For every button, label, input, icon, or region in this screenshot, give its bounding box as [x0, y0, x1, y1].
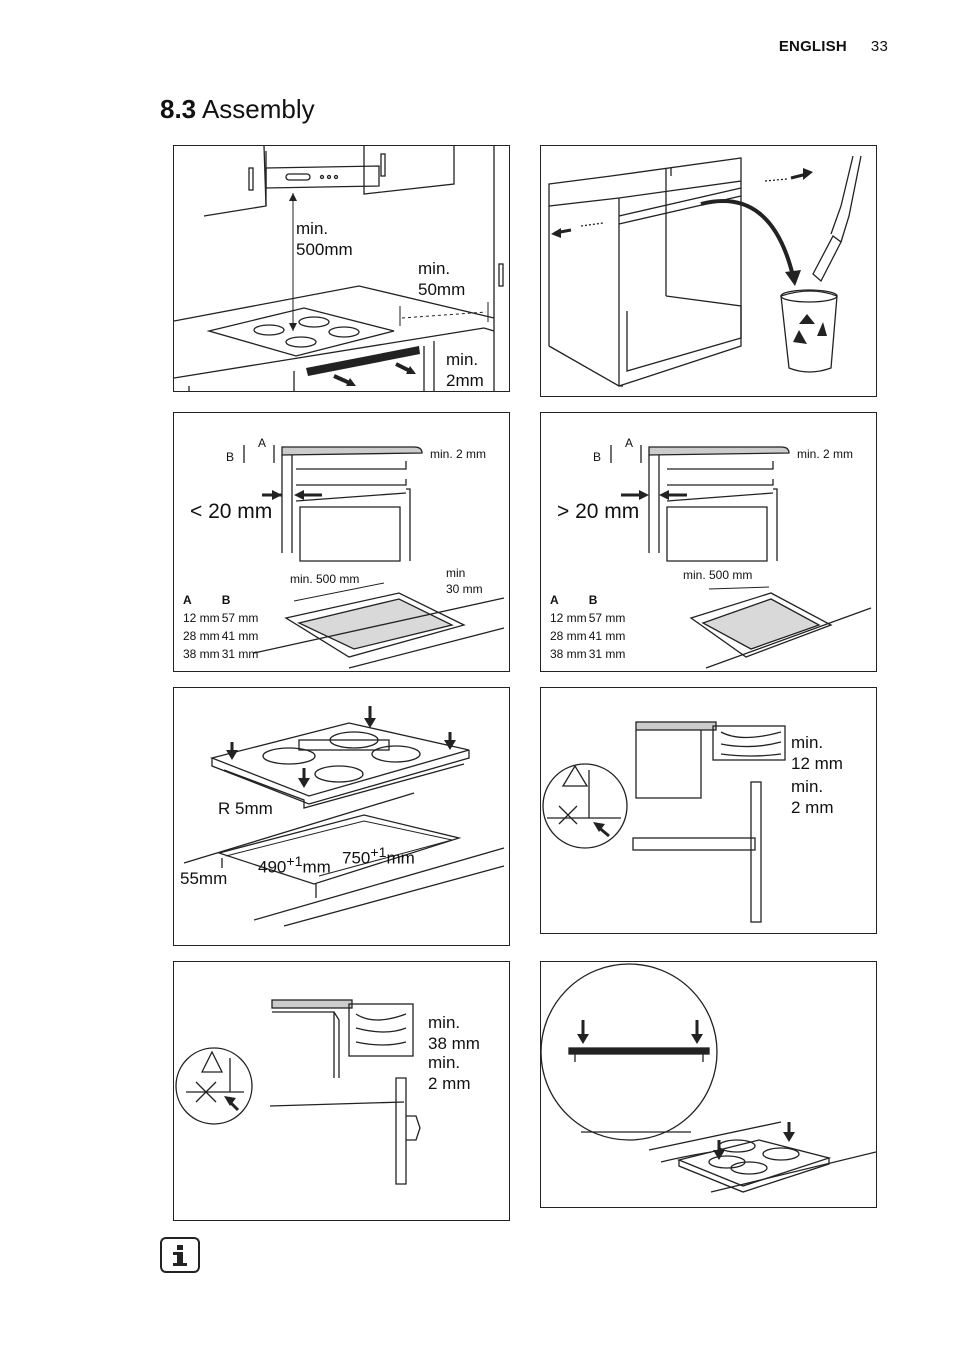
worktop-min-label: min. — [791, 733, 824, 752]
page-number: 33 — [870, 38, 888, 55]
worktop-12mm-illustration — [542, 721, 786, 923]
figure-gap-over-20: A B min. 2 mm > 20 mm min. 500 mm A B 12 … — [540, 412, 877, 672]
table-cell: 31 mm — [221, 647, 259, 661]
gap-min-value: 2 mm — [791, 798, 834, 817]
label-radius: R 5mm — [218, 799, 273, 818]
section-number: 8.3 — [160, 94, 197, 124]
press-hob-illustration — [541, 963, 876, 1193]
hood-worktop-illustration — [174, 146, 504, 391]
cutout-length-tolerance: +1 — [370, 845, 387, 861]
info-icon — [160, 1237, 200, 1273]
col-b: B — [588, 593, 598, 607]
page-header: ENGLISH 33 — [779, 38, 888, 55]
cutout-length: 750 — [342, 848, 371, 868]
label-min30-b: 30 mm — [446, 582, 483, 596]
label-min-500mm: min. 500 mm — [290, 572, 360, 586]
table-cell: 12 mm — [550, 611, 587, 625]
table-cell: 12 mm — [183, 611, 220, 625]
label-gap-under-20: < 20 mm — [190, 500, 273, 523]
figure-worktop-12mm: min. 12 mm min. 2 mm — [540, 687, 877, 934]
figure-worktop-38mm: min.38 mm min.2 mm — [173, 961, 510, 1221]
cabinet-recycle-illustration — [548, 155, 862, 387]
figure-cutout-dimensions: R 5mm 490+1mm 750+1mm 55mm — [173, 687, 510, 946]
section-title-text: Assembly — [201, 94, 315, 124]
cutout-width-unit: mm — [302, 857, 331, 877]
label-edge-distance: 55mm — [180, 869, 228, 888]
gap-min-label: min. — [446, 350, 479, 369]
hood-min-value: 500mm — [296, 240, 353, 259]
gap-min-value: 2 mm — [428, 1074, 471, 1093]
cross-section-over-20-illustration — [610, 445, 872, 669]
worktop-min-value: 12 mm — [791, 754, 843, 773]
table-cell: 57 mm — [221, 611, 259, 625]
table-cell: 41 mm — [221, 629, 259, 643]
col-b: B — [221, 593, 231, 607]
col-a: A — [183, 593, 192, 607]
table-cell: 28 mm — [183, 629, 220, 643]
label-b: B — [593, 450, 602, 464]
gap-min-label: min. — [791, 777, 824, 796]
wall-min-label: min. — [418, 259, 451, 278]
label-min-500mm: min. 500 mm — [683, 568, 753, 582]
hood-min-label: min. — [296, 219, 329, 238]
table-cell: 31 mm — [588, 647, 626, 661]
table-cell: 41 mm — [588, 629, 626, 643]
label-a: A — [625, 436, 634, 450]
label-min-2mm: min. 2 mm — [797, 447, 854, 461]
worktop-38mm-illustration — [175, 999, 421, 1185]
section-title: 8.3 Assembly — [160, 94, 315, 125]
figure-gap-under-20: A B min. 2 mm < 20 mm min. 500 mm min 30 … — [173, 412, 510, 672]
cutout-length-unit: mm — [386, 848, 415, 868]
label-min-2mm: min. 2 mm — [430, 447, 487, 461]
worktop-min-value: 38 mm — [428, 1034, 480, 1053]
gap-min-value: 2mm — [446, 371, 484, 390]
cutout-illustration — [183, 706, 505, 927]
table-cell: 28 mm — [550, 629, 587, 643]
figure-hood-clearance: min. 500mm min. 50mm min. 2mm — [173, 145, 510, 392]
table-cell: 57 mm — [588, 611, 626, 625]
table-cell: 38 mm — [550, 647, 587, 661]
wall-min-value: 50mm — [418, 280, 466, 299]
info-i-glyph — [173, 1245, 187, 1266]
label-a: A — [258, 436, 267, 450]
cutout-width-tolerance: +1 — [286, 854, 303, 870]
cross-section-under-20-illustration — [243, 445, 505, 669]
figure-press-hob — [540, 961, 877, 1208]
label-min30-a: min — [446, 566, 466, 580]
worktop-min-label: min. — [428, 1013, 461, 1032]
gap-min-label: min. — [428, 1053, 461, 1072]
cutout-width: 490 — [258, 857, 287, 877]
header-language: ENGLISH — [778, 38, 847, 55]
figure-remove-cabinet-parts — [540, 145, 877, 397]
table-cell: 38 mm — [183, 647, 220, 661]
col-a: A — [550, 593, 559, 607]
label-b: B — [226, 450, 235, 464]
label-gap-over-20: > 20 mm — [557, 500, 640, 523]
